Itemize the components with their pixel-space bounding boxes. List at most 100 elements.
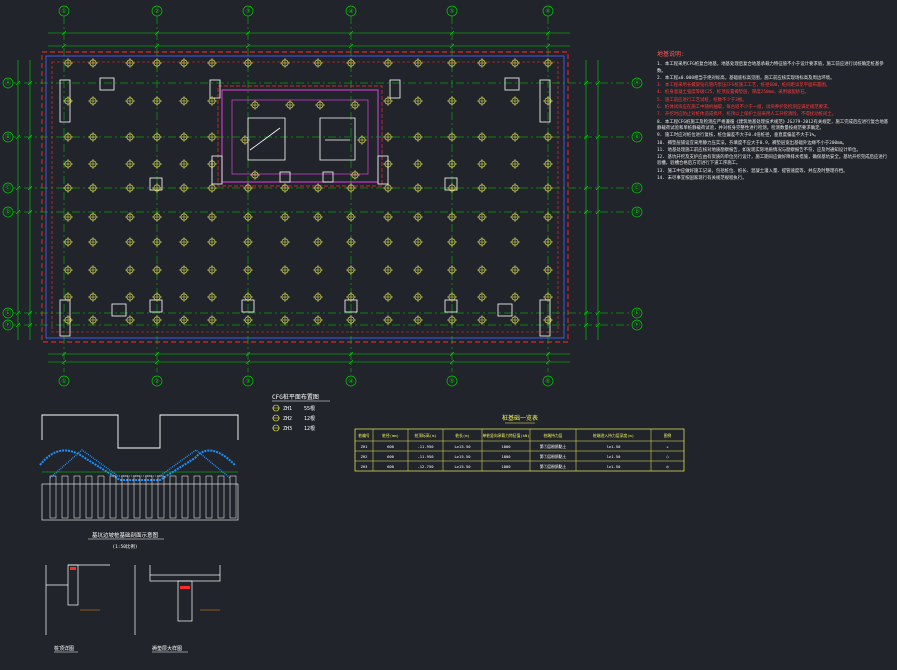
note-item: 6. 桩体试块应在施工中随机抽取，每台班不少于一组，试块养护及检测应满足规范要求… [657,105,832,111]
cfg-pile [346,212,356,222]
cfg-pile [207,183,217,193]
cfg-pile [543,58,553,68]
svg-text:②: ② [154,378,159,385]
note-item: 2. 本工程±0.000相当于绝对标高，基础底标高见图，施工前应核实现场标高及周… [657,75,835,81]
axis-bubble-bottom: ② [151,375,163,387]
axis-bubble-bottom: ① [58,375,70,387]
cfg-pile [207,58,217,68]
cfg-pile [447,183,457,193]
axis-bubble-right: Ⓑ [631,131,643,143]
table-cell: 1800 [501,464,511,469]
note-item: 13. 施工中应做好施工记录，包括桩位、桩长、混凝土灌入量、提管速度等，并应及时… [657,168,848,174]
table-cell: 600 [387,454,395,459]
cfg-pile [543,212,553,222]
cfg-pile [152,183,162,193]
cfg-pile [243,292,253,302]
cfg-pile [88,237,98,247]
cfg-pile [413,315,423,325]
table-cell: + [666,444,669,449]
cfg-pile [152,58,162,68]
cfg-pile [280,183,290,193]
cfg-pile [207,292,217,302]
svg-text:12根: 12根 [304,415,315,422]
cfg-pile [447,96,457,106]
cfg-pile [313,315,323,325]
cfg-pile [543,265,553,275]
section-pile [133,475,141,519]
cfg-pile [447,315,457,325]
cfg-pile [243,183,253,193]
cfg-pile [243,58,253,68]
section-pile [157,475,165,519]
cfg-pile [477,159,487,169]
cfg-pile [413,183,423,193]
cfg-pile [63,212,73,222]
cfg-pile [152,159,162,169]
pile-table: 桩基础一览表 桩编号桩径(mm)桩顶标高(m)桩长(m)单桩竖向承载力特征值(k… [354,414,685,472]
table-cell: ZH3 [361,464,368,469]
cfg-pile [280,237,290,247]
axis-bubble-top: ⑤ [446,5,458,17]
axis-bubble-top: ② [151,5,163,17]
column [389,79,401,99]
axis-bubble-bottom: ③ [242,375,254,387]
cfg-pile [179,315,189,325]
section-pile [73,475,81,519]
table-cell: 第⑦层粉质黏土 [540,464,567,469]
cfg-pile [313,58,323,68]
svg-text:①: ① [61,8,66,15]
cfg-pile [543,183,553,193]
note-item: 10. 褥垫层铺设宜采用静力压实法，夯填度不应大于0.9，褥垫层宽出基础外边缘不… [657,140,847,146]
svg-text:⑥: ⑥ [545,8,550,15]
cfg-pile [63,159,73,169]
cfg-pile [179,183,189,193]
cfg-pile [313,265,323,275]
table-cell: ZH2 [361,454,368,459]
cfg-pile [313,212,323,222]
svg-text:Ⓔ: Ⓔ [634,309,640,317]
column [279,171,291,183]
svg-text:55根: 55根 [304,405,315,412]
cfg-pile [510,58,520,68]
section-detail: 基坑边坡桩基础剖面示意图 (1:50比例) [39,414,239,550]
cfg-pile [63,132,73,142]
section-subtitle: (1:50比例) [112,543,137,550]
cfg-pile [383,212,393,222]
section-pile [61,475,69,519]
small-details: 桩顶详图 褥垫层大样图 [45,564,221,653]
column [444,299,458,313]
cfg-pile [152,265,162,275]
cfg-pile [510,292,520,302]
cfg-pile [447,237,457,247]
axis-bubble-left: Ⓔ [2,307,14,319]
cfg-pile [313,292,323,302]
cfg-pile [179,237,189,247]
cfg-pile [207,132,217,142]
cfg-pile [543,292,553,302]
cfg-pile [477,212,487,222]
cfg-pile [63,315,73,325]
table-header: 单桩竖向承载力特征值(kN) [482,433,529,438]
detail-right-title: 褥垫层大样图 [152,645,182,652]
table-header: 桩径(mm) [382,433,399,438]
section-pile [97,475,105,519]
table-cell: -11.950 [417,444,434,449]
cfg-pile [280,315,290,325]
cfg-pile [88,58,98,68]
table-header: 图例 [664,433,672,438]
axis-bubble-bottom: ⑥ [542,375,554,387]
note-item: 7. 开挖时应防止对桩体造成损坏，桩顶以上保护土层采用人工开挖清除，不得扰动桩间… [657,112,837,118]
axis-bubble-right: Ⓒ [631,182,643,194]
cfg-pile [477,58,487,68]
cfg-pile [152,292,162,302]
cfg-pile [510,212,520,222]
cfg-pile [88,212,98,222]
foundation-notes: 地基说明: 1. 本工程采用CFG桩复合地基，地基处理后复合地基承载力特征值不小… [657,51,889,183]
cfg-pile [179,96,189,106]
svg-text:Ⓐ: Ⓐ [5,79,11,87]
table-cell: l≥1.50 [607,464,621,469]
cfg-pile [413,96,423,106]
svg-text:Ⓒ: Ⓒ [634,184,640,192]
